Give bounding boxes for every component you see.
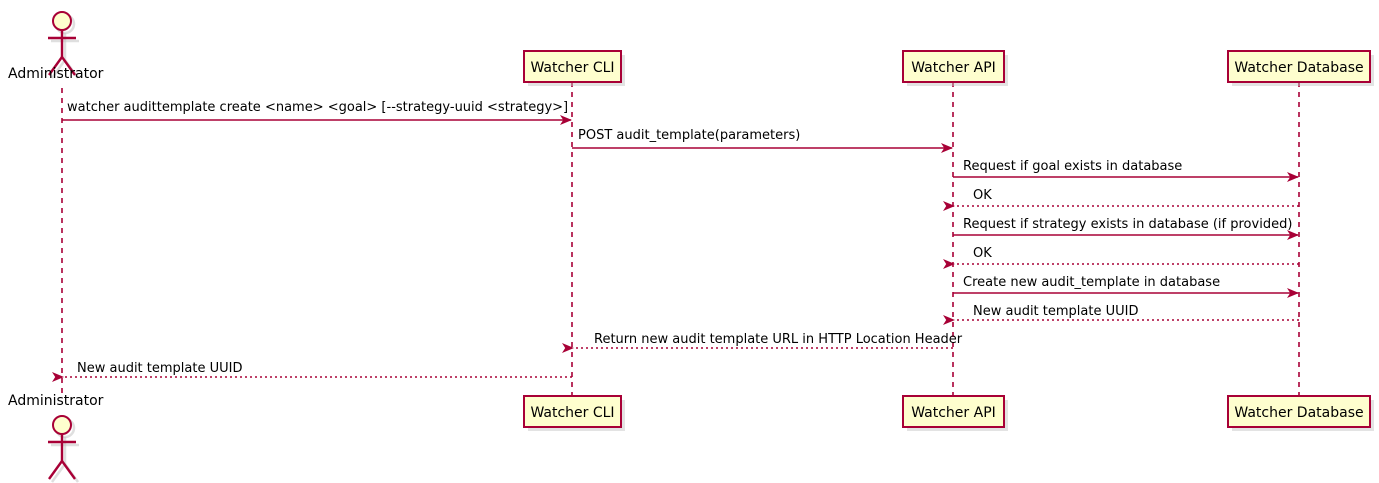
participant-watcher-api[interactable]: Watcher API xyxy=(902,395,1008,431)
actor-leg-left xyxy=(48,460,63,480)
message-label: Request if strategy exists in database (… xyxy=(963,217,1292,232)
actor-label: Administrator xyxy=(8,66,104,82)
participant-box[interactable] xyxy=(1227,50,1371,83)
message-8: New audit template UUID xyxy=(943,304,1299,325)
message-10: New audit template UUID xyxy=(52,361,572,382)
participant-watcher-cli[interactable]: Watcher CLI xyxy=(523,50,625,86)
message-4: OK xyxy=(943,188,1299,211)
participant-box[interactable] xyxy=(902,395,1005,428)
participant-label: Watcher CLI xyxy=(530,60,614,76)
participant-label: Watcher Database xyxy=(1234,405,1363,421)
participant-box[interactable] xyxy=(1227,395,1371,428)
participant-watcher-api[interactable]: Watcher API xyxy=(902,50,1008,86)
message-6: OK xyxy=(943,246,1299,269)
participant-box[interactable] xyxy=(523,395,622,428)
participant-label: Watcher API xyxy=(911,405,996,421)
message-label: OK xyxy=(973,188,992,203)
participant-watcher-database[interactable]: Watcher Database xyxy=(1227,50,1374,86)
message-label: OK xyxy=(973,246,992,261)
message-9: Return new audit template URL in HTTP Lo… xyxy=(562,332,963,353)
message-7: Create new audit_template in database xyxy=(953,275,1299,298)
message-label: POST audit_template(parameters) xyxy=(578,128,800,143)
participant-box[interactable] xyxy=(902,50,1005,83)
actor-leg-right xyxy=(61,460,76,480)
participant-watcher-database[interactable]: Watcher Database xyxy=(1227,395,1374,431)
participant-label: Watcher CLI xyxy=(530,405,614,421)
message-1: watcher audittemplate create <name> <goa… xyxy=(62,100,572,125)
actor-label: Administrator xyxy=(8,393,104,409)
actor-administrator[interactable]: Administrator xyxy=(8,11,104,82)
message-label: Return new audit template URL in HTTP Lo… xyxy=(594,332,963,347)
actor-head xyxy=(52,415,72,435)
participant-label: Watcher Database xyxy=(1234,60,1363,76)
messages: watcher audittemplate create <name> <goa… xyxy=(52,100,1299,382)
message-label: Create new audit_template in database xyxy=(963,275,1220,290)
message-label: New audit template UUID xyxy=(77,361,242,376)
message-2: POST audit_template(parameters) xyxy=(572,128,953,153)
message-label: watcher audittemplate create <name> <goa… xyxy=(67,100,568,115)
participant-label: Watcher API xyxy=(911,60,996,76)
message-label: New audit template UUID xyxy=(973,304,1138,319)
actor-head xyxy=(52,11,72,31)
actor-leg-right xyxy=(61,56,76,76)
participant-box[interactable] xyxy=(523,50,622,83)
message-5: Request if strategy exists in database (… xyxy=(953,217,1299,240)
message-3: Request if goal exists in database xyxy=(953,159,1299,182)
actor-leg-left xyxy=(48,56,63,76)
participant-watcher-cli[interactable]: Watcher CLI xyxy=(523,395,625,431)
message-label: Request if goal exists in database xyxy=(963,159,1182,174)
actor-administrator[interactable]: Administrator xyxy=(8,393,104,483)
